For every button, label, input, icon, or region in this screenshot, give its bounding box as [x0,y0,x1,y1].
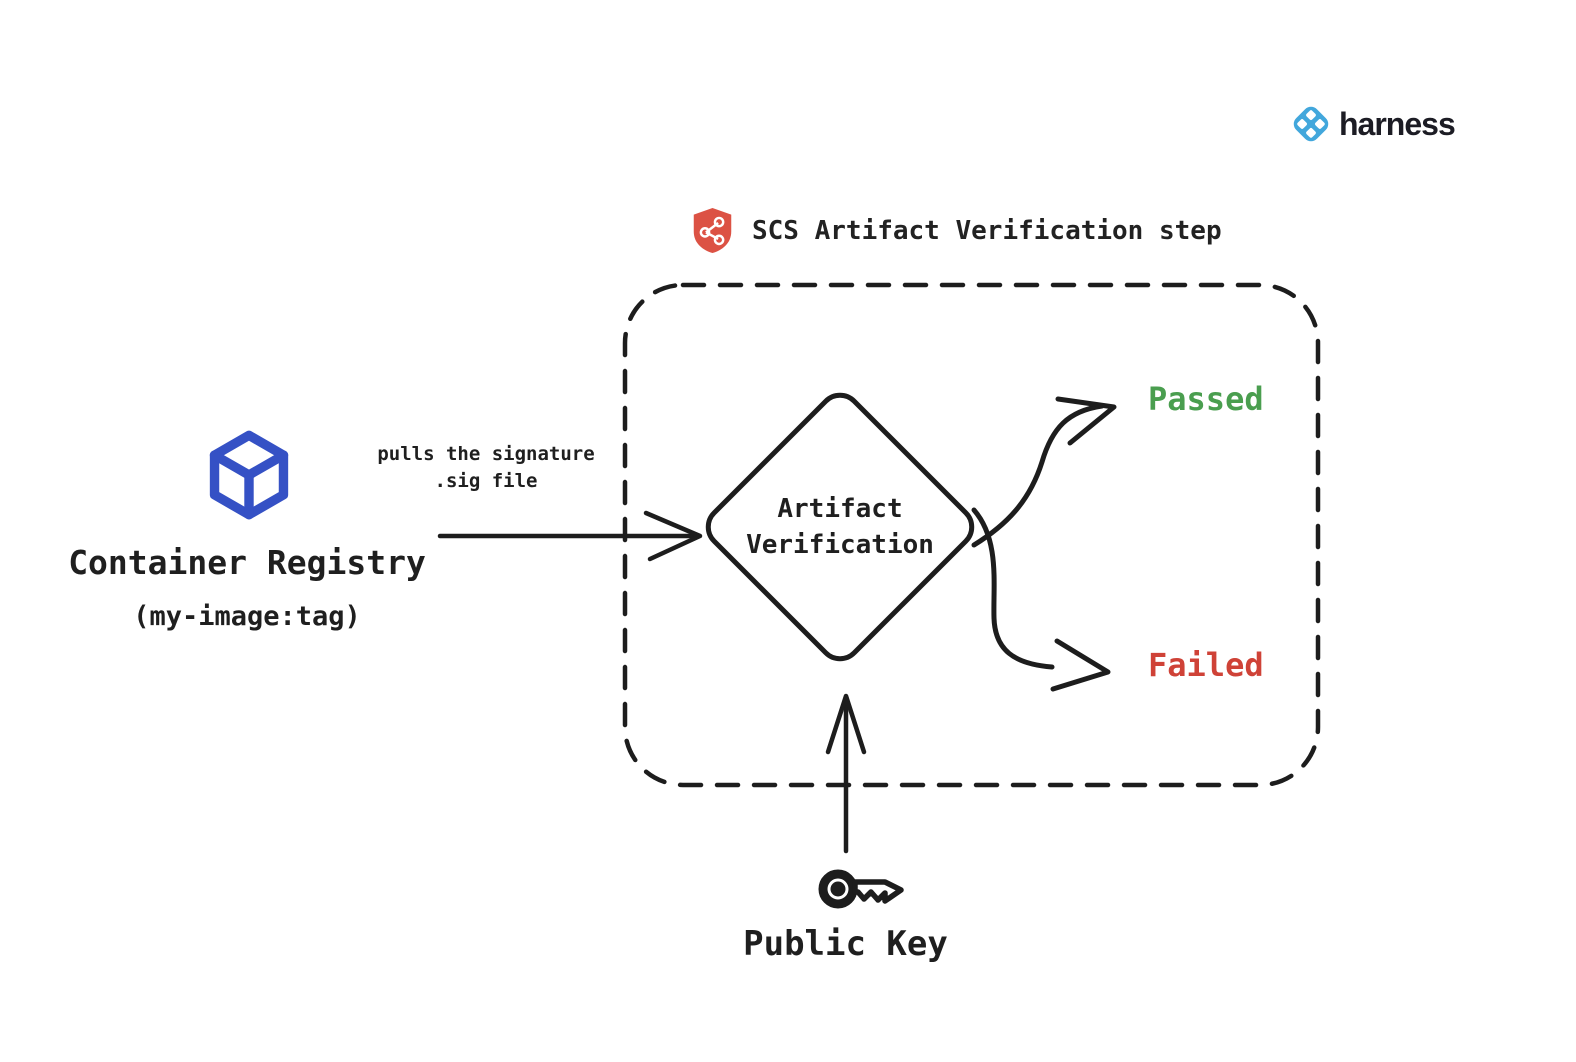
artifact-verification-line2: Verification [746,530,934,560]
public-key-icon [818,869,904,909]
brand-wordmark: harness [1339,105,1456,142]
pull-arrow-label-line2: .sig file [434,470,538,492]
harness-icon [1293,106,1329,142]
passed-arrow-head [1055,396,1117,446]
failed-label: Failed [1148,646,1264,684]
key-arrow-head [825,693,867,755]
passed-label: Passed [1148,380,1264,418]
pull-arrow-head [643,510,703,562]
brand-logo: harness [1288,101,1456,147]
pull-arrow-label: pulls the signature .sig file [330,441,642,495]
artifact-verification-line1: Artifact [777,494,903,524]
step-title-row: SCS Artifact Verification step [690,206,1222,255]
public-key-label: Public Key [743,924,948,964]
passed-arrow-shaft [971,403,1105,548]
container-registry-icon [209,430,289,520]
container-registry-label: Container Registry [68,543,426,582]
artifact-verification-label: Artifact Verification [735,491,945,563]
pull-arrow-label-line1: pulls the signature [377,443,595,465]
shield-icon [693,208,732,253]
container-registry-tag: (my-image:tag) [133,601,361,632]
decision-diamond [705,392,975,662]
step-title: SCS Artifact Verification step [752,215,1222,246]
failed-arrow-head [1050,638,1111,692]
failed-arrow-shaft [971,507,1055,670]
